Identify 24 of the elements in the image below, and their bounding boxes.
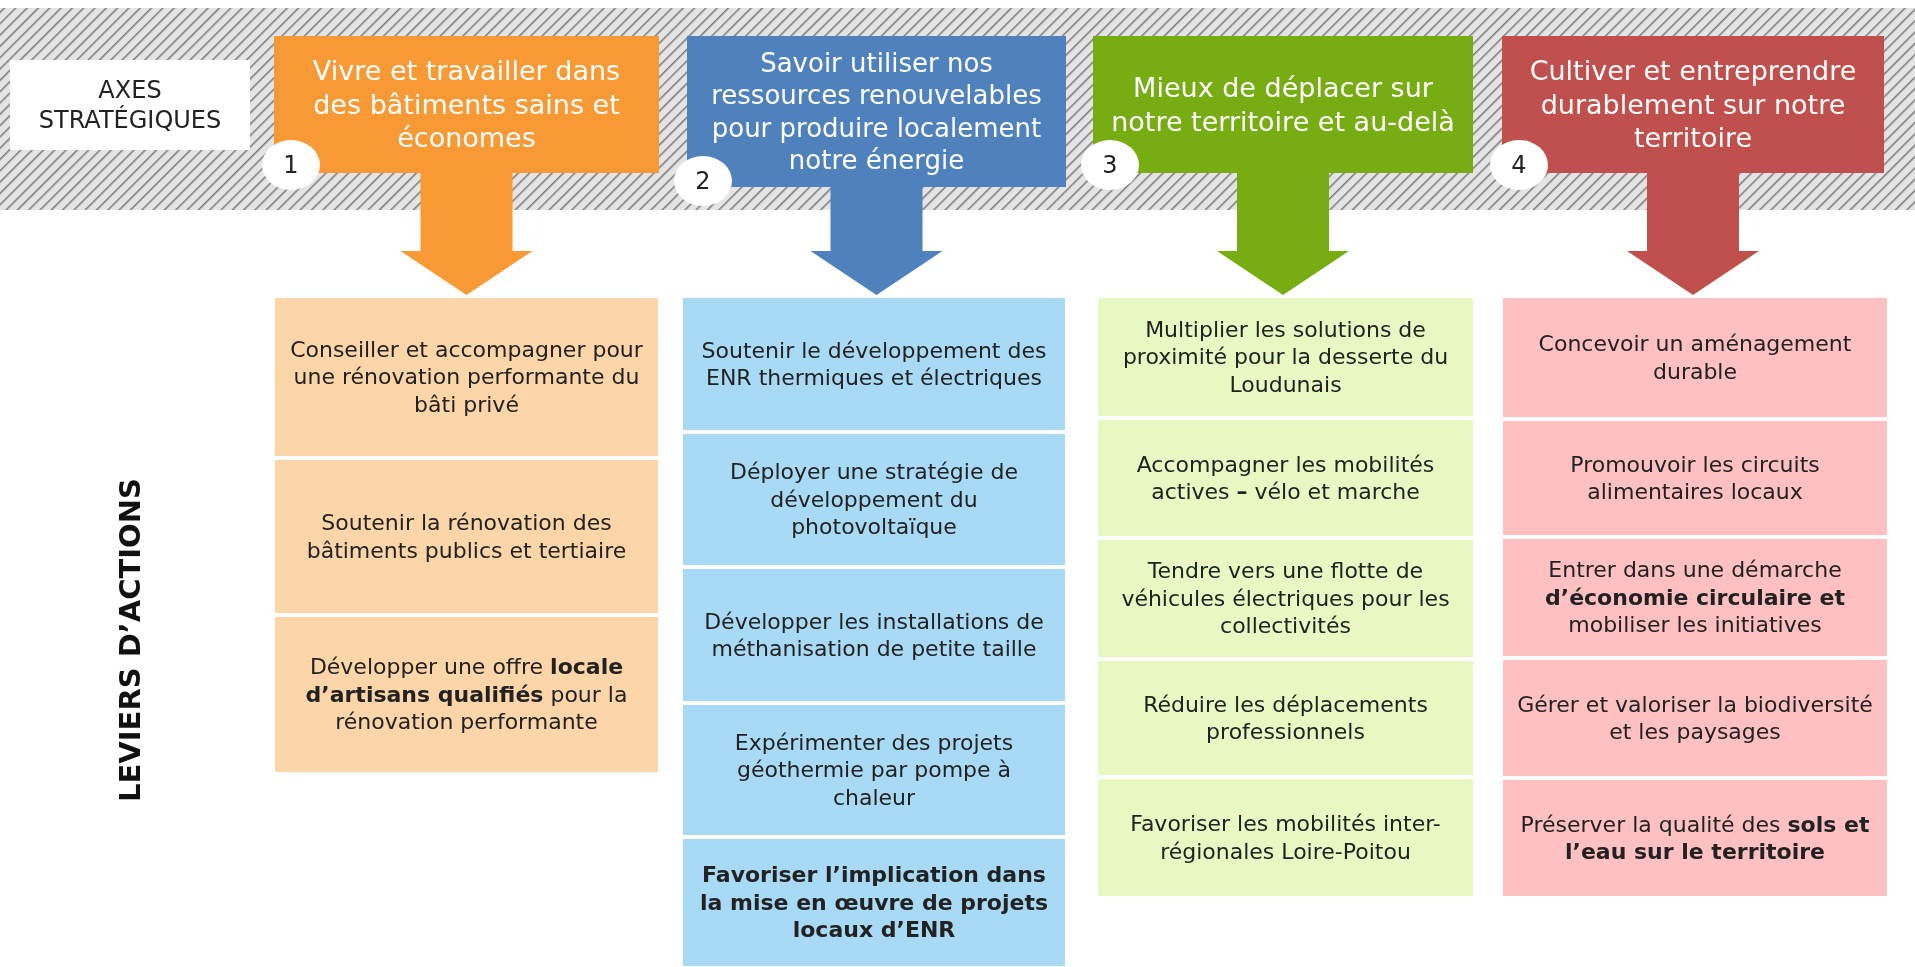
action-box: Soutenir le développement des ENR thermiques et électriques: [682, 297, 1066, 431]
action-box: Favoriser les mobilités inter-régionales Loire-Poitou: [1097, 778, 1474, 897]
block-arrow: [1627, 173, 1759, 295]
action-box: Concevoir un aménagement durable: [1502, 297, 1888, 418]
action-box: Conseiller et accompagner pour une rénovation performante du bâti privé: [274, 297, 659, 457]
action-box: Développer une offre locale d’artisans qualifiés pour la rénovation performante: [274, 616, 659, 773]
action-box: Soutenir la rénovation des bâtiments publics et tertiaire: [274, 459, 659, 614]
action-box: Déployer une stratégie de développement du photovoltaïque: [682, 433, 1066, 566]
action-box: Tendre vers une flotte de véhicules électriques pour les collectivités: [1097, 539, 1474, 658]
action-box: Accompagner les mobilités actives – vélo et marche: [1097, 419, 1474, 537]
action-box: Expérimenter des projets géothermie par pompe à chaleur: [682, 704, 1066, 836]
action-box: Favoriser l’implication dans la mise en œuvre de projets locaux d’ENR: [682, 838, 1066, 967]
action-box: Préserver la qualité des sols et l’eau sur le territoire: [1502, 779, 1888, 897]
action-box: Promouvoir les circuits alimentaires locaux: [1502, 420, 1888, 536]
block-arrow: [400, 173, 533, 295]
block-arrow: [1217, 173, 1349, 295]
side-label: LEVIERS D’ACTIONS: [113, 478, 147, 802]
block-arrow: [810, 187, 943, 295]
action-box: Entrer dans une démarche d’économie circulaire et mobiliser les initiatives: [1502, 538, 1888, 657]
action-box: Multiplier les solutions de proximité pour la desserte du Loudunais: [1097, 297, 1474, 417]
action-box: Gérer et valoriser la biodiversité et les paysages: [1502, 659, 1888, 777]
action-box: Réduire les déplacements professionnels: [1097, 660, 1474, 776]
axes-label-box: AXES STRATÉGIQUES: [10, 60, 250, 150]
action-box: Développer les installations de méthanisation de petite taille: [682, 568, 1066, 702]
